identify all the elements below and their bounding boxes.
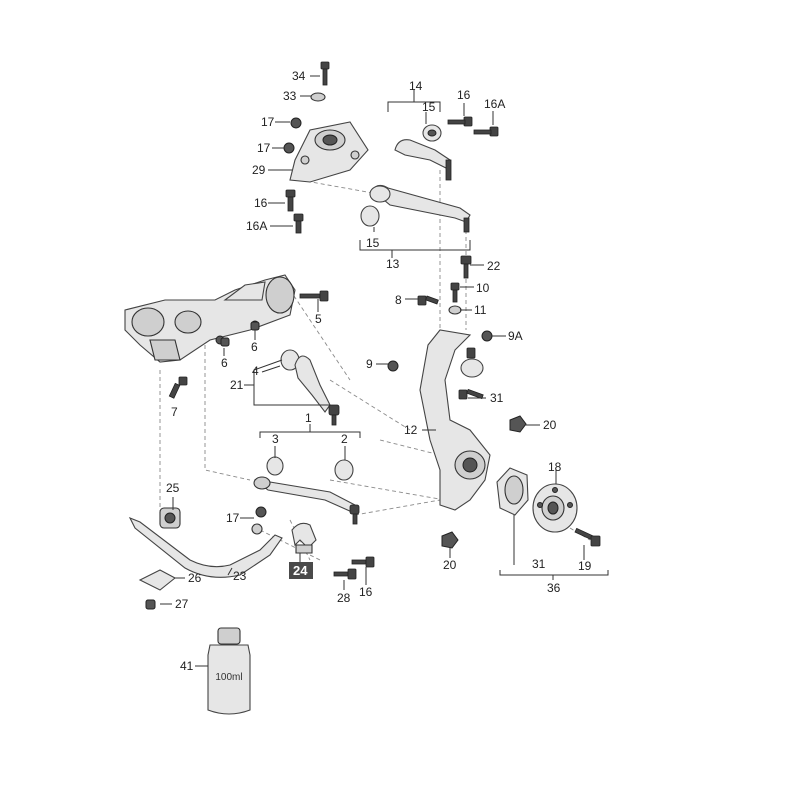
clamp-24 [291,522,317,554]
label-21: 21 [230,378,244,392]
label-7: 7 [171,405,178,419]
bolt-8 [417,295,439,306]
wheel-bearing-31 [496,467,529,516]
label-6-b: 6 [251,340,258,354]
label-19: 19 [578,559,592,573]
nut-9 [387,360,399,372]
bolt-19 [574,527,601,547]
label-31-a: 31 [490,391,504,405]
label-20-a: 20 [543,418,557,432]
nut-6-right [250,321,260,331]
label-17-a: 17 [261,115,275,129]
label-3: 3 [272,432,279,446]
clamp-26 [138,569,176,591]
nut-20-right [509,415,527,433]
label-16A-b: 16A [484,97,505,111]
label-17-b: 17 [257,141,271,155]
strut-mount-29 [289,121,369,183]
bolt-7 [168,376,188,399]
label-25: 25 [166,481,180,495]
bolt-28 [333,568,357,580]
subframe [124,274,296,363]
bolt-10 [450,282,460,303]
label-16-c: 16 [359,585,373,599]
label-13: 13 [386,257,400,271]
label-9: 9 [366,357,373,371]
label-16-a: 16 [254,196,268,210]
label-33: 33 [283,89,297,103]
nut-6-left [220,337,230,347]
nut-17-low [255,506,267,518]
label-12: 12 [404,423,418,437]
bottle-capacity-text: 100ml [215,672,242,683]
bolt-5 [299,290,329,302]
label-8: 8 [395,293,402,307]
label-16A-a: 16A [246,219,267,233]
label-41: 41 [180,659,194,673]
nut-17-top [290,117,302,129]
label-15-b: 15 [366,236,380,250]
nut-27 [145,599,156,610]
label-16-b: 16 [457,88,471,102]
label-22: 22 [487,259,501,273]
stabilizer-bar-23 [128,516,283,578]
label-2: 2 [341,432,348,446]
lower-arm-1 [280,349,340,426]
label-24: 24 [293,563,308,578]
washer-17-low [251,523,263,535]
label-31-b: 31 [532,557,546,571]
callout-labels: 34 33 17 17 29 16 16A 14 15 16 16A 15 13… [166,69,592,673]
label-6-a: 6 [221,356,228,370]
label-14: 14 [409,79,423,93]
nut-9A [481,330,493,342]
grease-bottle-41: 100ml [207,627,251,715]
label-4: 4 [252,364,259,378]
label-5: 5 [315,312,322,326]
label-10: 10 [476,281,490,295]
label-36: 36 [547,581,561,595]
label-20-b: 20 [443,558,457,572]
label-28: 28 [337,591,351,605]
bushing-25 [159,507,181,529]
bolt-16A-top [473,126,499,137]
label-18: 18 [548,460,562,474]
label-34: 34 [292,69,306,83]
label-9A: 9A [508,329,523,343]
label-27: 27 [175,597,189,611]
label-11: 11 [474,303,487,317]
washer-11 [448,305,462,315]
label-29: 29 [252,163,266,177]
leader-lines [160,75,609,667]
label-26: 26 [188,571,202,585]
washer-33 [310,92,326,102]
bolt-16-low [351,556,375,568]
label-23: 23 [233,569,247,583]
bolt-16-left [285,189,296,212]
ball-joint [460,347,484,378]
label-1: 1 [305,411,312,425]
bolt-16-top [447,116,473,127]
nut-20-low [441,531,459,549]
label-24-box [289,562,313,579]
lower-arm-2-3 [253,456,360,525]
upper-arm-14 [394,124,452,181]
label-15-a: 15 [422,100,436,114]
label-17-c: 17 [226,511,240,525]
wheel-hub-18 [532,483,578,533]
upper-arm-13 [360,184,471,233]
bolt-16A-left [293,213,304,234]
nut-17-mid [283,142,295,154]
bolt-22 [460,255,472,279]
bolt-34 [320,61,330,86]
bolt-31-housing [458,388,484,400]
wheel-housing-12 [419,329,491,511]
